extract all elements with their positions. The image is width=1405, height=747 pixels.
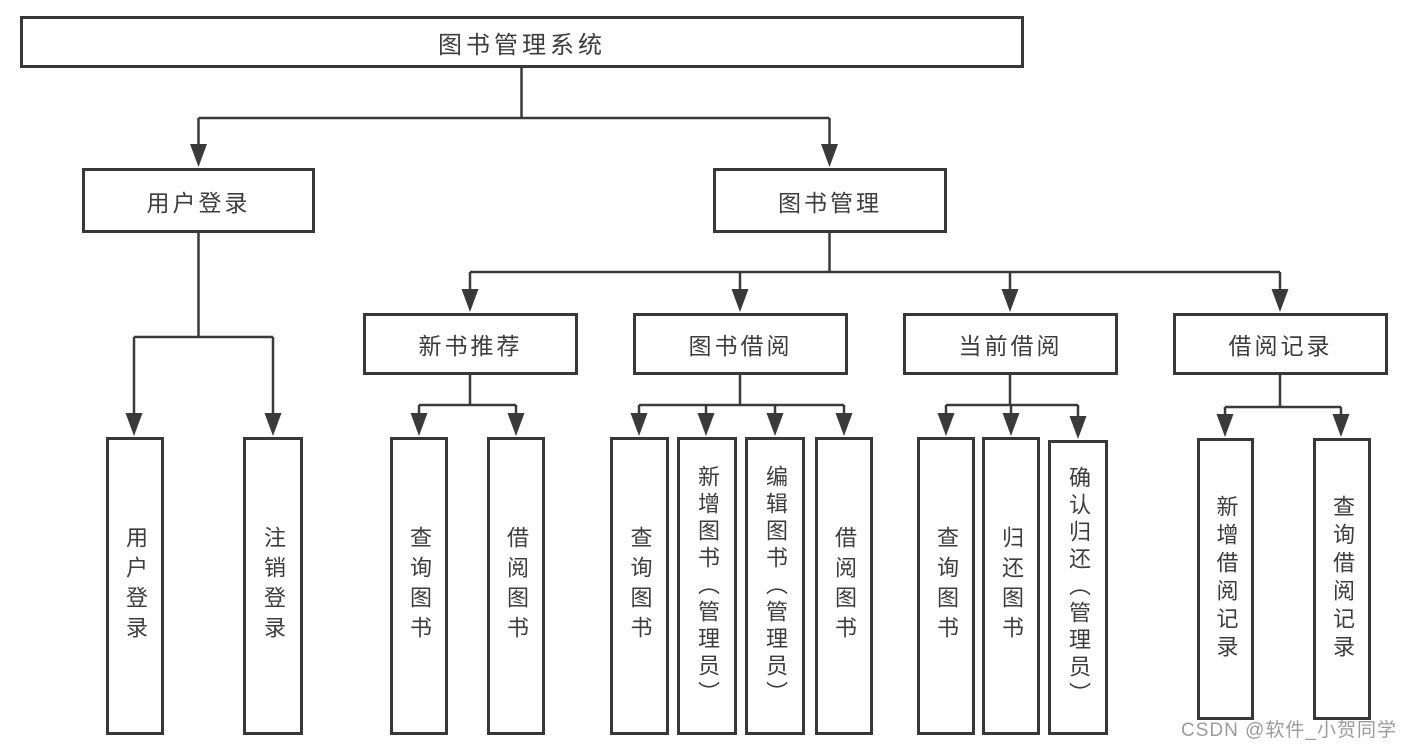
node-new-book-recommend: 新书推荐 — [363, 313, 578, 375]
leaf-borrow-query-books: 查询图书 — [610, 437, 669, 735]
leaf-label: 借阅图书 — [504, 526, 529, 646]
node-borrow-record: 借阅记录 — [1173, 313, 1388, 375]
node-label: 用户登录 — [146, 189, 251, 216]
leaf-borrow-edit-books-admin: 编辑图书（管理员） — [745, 437, 805, 735]
leaf-label: 查询图书 — [934, 526, 959, 646]
leaf-label: 新增图书（管理员） — [695, 464, 720, 708]
leaf-user-login: 用户登录 — [106, 437, 164, 735]
leaf-label: 查询借阅记录 — [1330, 495, 1355, 663]
node-label: 当前借阅 — [958, 333, 1063, 359]
leaf-record-query: 查询借阅记录 — [1313, 438, 1371, 720]
leaf-label: 查询图书 — [407, 526, 432, 646]
leaf-recommend-query-books: 查询图书 — [390, 437, 448, 735]
leaf-logout: 注销登录 — [243, 437, 303, 735]
node-book-borrow: 图书借阅 — [633, 313, 848, 375]
leaf-label: 归还图书 — [999, 526, 1024, 646]
node-book-management: 图书管理 — [713, 168, 947, 233]
leaf-current-confirm-return-admin: 确认归还（管理员） — [1048, 440, 1108, 735]
csdn-watermark: CSDN @软件_小贺同学 — [1181, 720, 1397, 741]
leaf-record-add: 新增借阅记录 — [1197, 438, 1254, 720]
leaf-current-query-books: 查询图书 — [917, 437, 975, 735]
arrowheads — [125, 144, 1350, 439]
leaf-current-return-books: 归还图书 — [982, 437, 1040, 735]
node-label: 借阅记录 — [1228, 333, 1333, 359]
node-current-borrow: 当前借阅 — [903, 313, 1118, 375]
node-library-management-system: 图书管理系统 — [20, 16, 1024, 68]
node-user-login: 用户登录 — [82, 168, 315, 233]
node-label: 图书借阅 — [688, 333, 793, 359]
leaf-label: 确认归还（管理员） — [1066, 466, 1091, 709]
leaf-label: 借阅图书 — [832, 526, 857, 646]
node-label: 图书管理 — [778, 189, 882, 216]
leaf-borrow-add-books-admin: 新增图书（管理员） — [677, 437, 737, 735]
node-label: 图书管理系统 — [438, 31, 606, 59]
leaf-label: 新增借阅记录 — [1213, 495, 1239, 663]
leaf-label: 用户登录 — [123, 526, 148, 646]
leaf-label: 查询图书 — [627, 526, 653, 646]
leaf-label: 编辑图书（管理员） — [763, 464, 788, 708]
leaf-recommend-borrow-books: 借阅图书 — [487, 437, 545, 735]
leaf-label: 注销登录 — [261, 526, 286, 646]
leaf-borrow-borrow-books: 借阅图书 — [815, 437, 873, 735]
node-label: 新书推荐 — [418, 333, 523, 359]
